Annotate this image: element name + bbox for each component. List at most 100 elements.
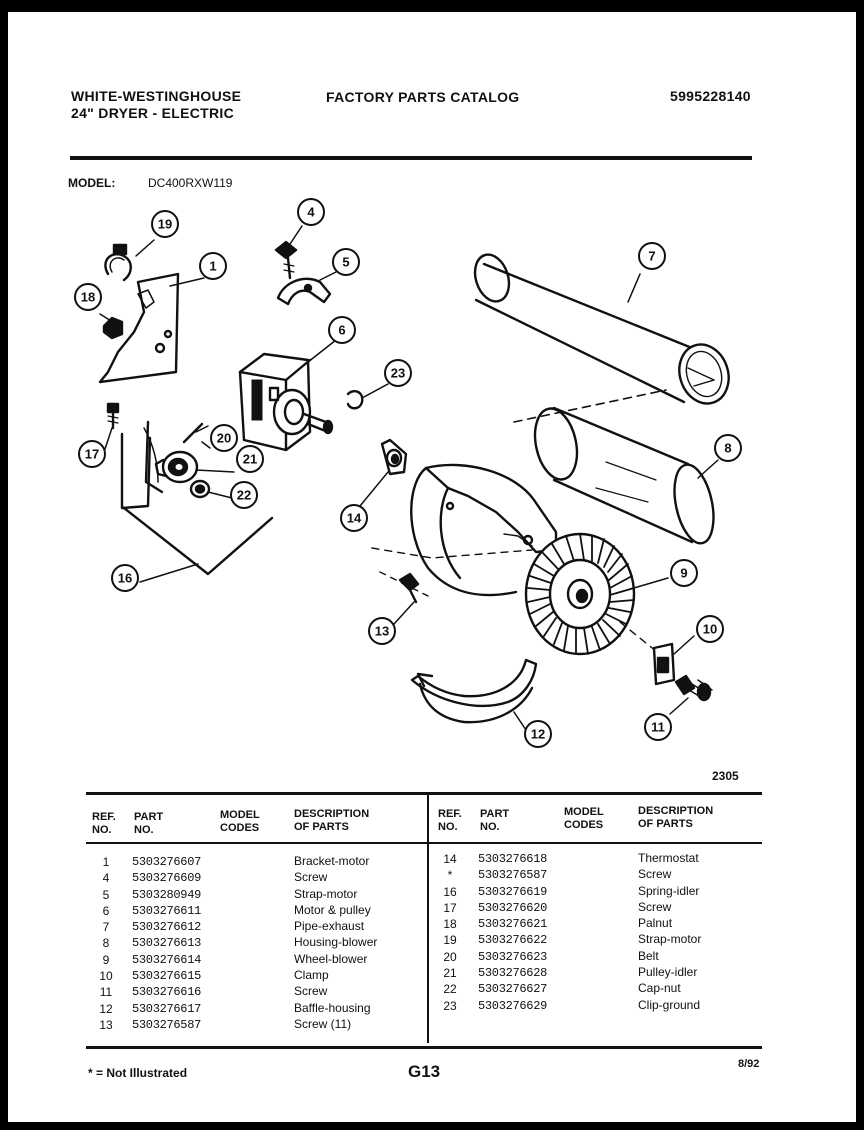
model-label: MODEL:: [68, 176, 116, 190]
part-description: Strap-motor: [294, 886, 358, 901]
callout-label: 13: [375, 624, 389, 639]
left-part-column: 5303276607 5303276609 5303280949 5303276…: [132, 854, 201, 1033]
callout-12: [524, 720, 552, 748]
callout-8: [714, 434, 742, 462]
callout-1: [199, 252, 227, 280]
callout-label: 6: [338, 323, 345, 338]
diagram-id: 2305: [712, 769, 739, 783]
ref-no: 9: [102, 952, 110, 967]
part-no: 5303276613: [132, 936, 202, 951]
brand-name: WHITE-WESTINGHOUSE: [71, 88, 242, 104]
ref-no: *: [447, 868, 453, 883]
callout-22: [230, 481, 258, 509]
callout-17: [78, 440, 106, 468]
part-no: 5303276623: [478, 949, 548, 964]
part-description: Palnut: [638, 916, 673, 931]
callout-label: 23: [391, 366, 405, 381]
part-no: 5303276622: [478, 933, 548, 948]
callout-label: 14: [347, 511, 362, 526]
part-no: 5303280949: [132, 887, 202, 902]
part-no: 5303276587: [132, 1017, 202, 1032]
callout-20: [210, 424, 238, 452]
revision-date: 8/92: [738, 1058, 760, 1070]
callout-13: [368, 617, 396, 645]
callout-5: [332, 248, 360, 276]
col-part-no-right: PART NO.: [480, 808, 510, 833]
callout-23: [384, 359, 412, 387]
part-description: Baffle-housing: [294, 1000, 371, 1015]
ref-no: 6: [102, 903, 110, 918]
col-ref-no-right: REF. NO.: [438, 808, 462, 833]
table-divider: [427, 795, 429, 1043]
callout-19: [151, 210, 179, 238]
part-description: Screw: [294, 870, 328, 885]
part-no: 5303276616: [132, 985, 202, 1000]
part-no: 5303276614: [132, 952, 202, 967]
ref-no: 7: [102, 920, 110, 935]
callout-label: 8: [724, 441, 731, 456]
callout-label: 12: [531, 727, 545, 742]
part-no: 5303276618: [478, 852, 548, 866]
part-no: 5303276607: [132, 855, 202, 869]
part-description: Spring-idler: [638, 883, 700, 898]
part-description: Bracket-motor: [294, 854, 370, 868]
part-no: 5303276621: [478, 917, 548, 932]
product-name: 24" DRYER - ELECTRIC: [71, 105, 235, 121]
part-no: 5303276611: [132, 903, 202, 918]
col-part-no: PART NO.: [134, 811, 164, 836]
callout-16: [111, 564, 139, 592]
ref-no: 1: [102, 855, 110, 869]
ref-no: 13: [99, 1017, 113, 1032]
ref-no: 11: [99, 985, 113, 1000]
col-model-codes-right: MODEL CODES: [564, 806, 604, 831]
ref-no: 20: [443, 949, 457, 964]
callout-6: [328, 316, 356, 344]
part-no: 5303276615: [132, 969, 202, 984]
part-no: 5303276612: [132, 920, 202, 935]
ref-no: 16: [443, 884, 457, 899]
model-value: DC400RXW119: [148, 176, 233, 190]
part-no: 5303276620: [478, 900, 548, 915]
callout-9: [670, 559, 698, 587]
callout-label: 17: [85, 447, 99, 462]
part-no: 5303276609: [132, 871, 202, 886]
part-description: Wheel-blower: [294, 951, 368, 966]
callout-label: 11: [651, 720, 665, 735]
col-description-right: DESCRIPTION OF PARTS: [638, 805, 714, 830]
right-ref-column: 14 * 16 17 18 19 20 21 22 23: [438, 851, 462, 1014]
part-description: Screw: [638, 899, 672, 914]
part-no: 5303276627: [478, 982, 548, 997]
part-description: Screw (11): [294, 1016, 352, 1031]
callout-label: 19: [158, 217, 172, 232]
part-description: Clip-ground: [638, 997, 701, 1012]
header-rule: [70, 156, 752, 160]
part-no: 5303276628: [478, 966, 548, 981]
part-description: Cap-nut: [638, 981, 681, 996]
callout-18: [74, 283, 102, 311]
callout-21: [236, 445, 264, 473]
ref-no: 21: [443, 966, 457, 981]
callout-label: 5: [342, 255, 349, 270]
part-description: Screw: [294, 984, 328, 999]
callout-label: 9: [680, 566, 687, 581]
callout-label: 10: [703, 622, 717, 637]
left-desc-column: Bracket-motor Screw Strap-motor Motor & …: [294, 853, 377, 1032]
callout-label: 1: [209, 259, 216, 274]
table-bottom-rule: [86, 1046, 762, 1049]
callout-label: 4: [307, 205, 315, 220]
part-description: Belt: [638, 948, 659, 963]
col-model-codes: MODEL CODES: [220, 809, 260, 834]
part-no: 5303276619: [478, 884, 548, 899]
callout-label: 20: [217, 431, 231, 446]
callout-11: [644, 713, 672, 741]
part-description: Pulley-idler: [638, 965, 698, 980]
left-ref-column: 1 4 5 6 7 8 9 10 11 12 13: [94, 854, 118, 1033]
ref-no: 4: [102, 871, 110, 886]
ref-no: 12: [99, 1001, 113, 1016]
callout-7: [638, 242, 666, 270]
right-part-column: 5303276618 5303276587 5303276619 5303276…: [478, 851, 547, 1014]
ref-no: 19: [443, 933, 457, 948]
part-description: Screw: [638, 867, 672, 882]
ref-no: 10: [99, 969, 113, 984]
not-illustrated-note: * = Not Illustrated: [88, 1066, 188, 1080]
